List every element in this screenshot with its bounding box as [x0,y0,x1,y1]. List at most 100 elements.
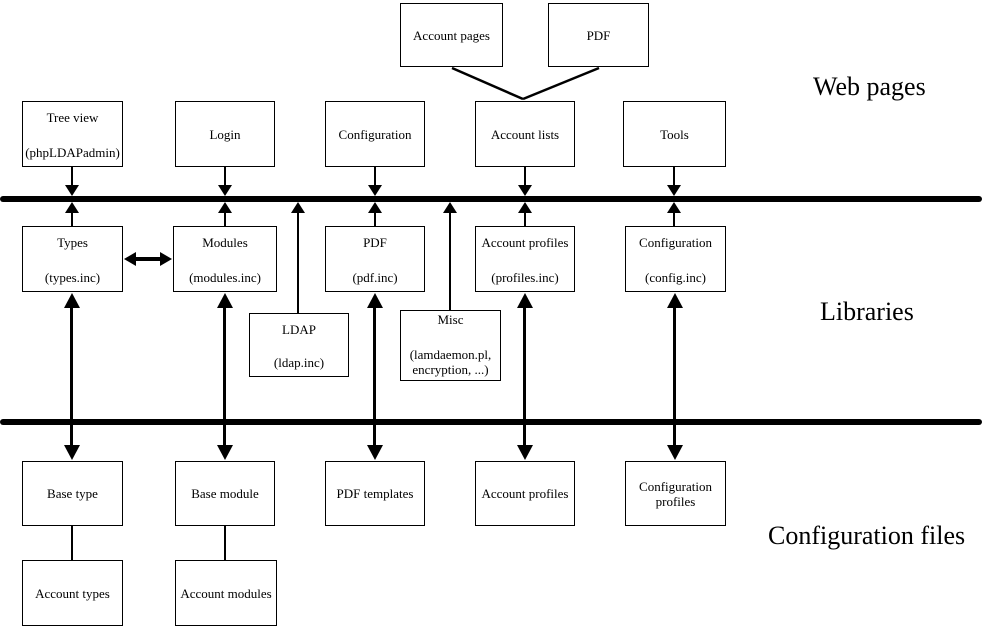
node-pdf-lib: PDF (pdf.inc) [325,226,425,292]
connector-line [524,167,526,186]
node-account-types: Account types [22,560,123,626]
arrowhead-down [517,445,533,460]
arrowhead-up [65,202,79,213]
node-configuration-page-label: Configuration [338,126,412,142]
node-types-title: Types [57,235,88,250]
connector-line [224,167,226,186]
node-account-profiles-files-label: Account profiles [481,486,569,501]
connector-line [373,306,376,446]
node-tree-view-subtitle: (phpLDAPadmin) [25,145,120,160]
arrowhead-down [64,445,80,460]
node-base-type-label: Base type [47,486,98,501]
connector-line [523,306,526,446]
node-account-profiles-lib-title: Account profiles [481,235,569,250]
section-label-web-pages: Web pages [813,72,926,101]
connector-line [524,212,526,226]
arrowhead-down [667,445,683,460]
arrowhead-down [218,185,232,196]
node-account-pages: Account pages [400,3,503,67]
node-login-label: Login [209,126,241,142]
connector-line [71,167,73,186]
node-pdf-lib-title: PDF [363,235,387,250]
node-pdf-templates: PDF templates [325,461,425,526]
node-modules: Modules (modules.inc) [173,226,277,292]
arrowhead-down [65,185,79,196]
node-account-modules-label: Account modules [180,585,272,601]
arrowhead-up [217,293,233,308]
node-types: Types (types.inc) [22,226,123,292]
section-label-libraries: Libraries [820,297,914,326]
connector-line [374,167,376,186]
arrowhead-up [443,202,457,213]
node-configuration-page: Configuration [325,101,425,167]
node-account-types-label: Account types [35,585,110,601]
arrowhead-up [667,293,683,308]
arrowhead-down [667,185,681,196]
arrowhead-right [160,252,172,266]
arrowhead-up [64,293,80,308]
node-ldap-title: LDAP [282,322,316,337]
arrowhead-up [367,293,383,308]
connector-line [224,212,226,226]
node-account-modules: Account modules [175,560,277,626]
node-configuration-profiles-line2: profiles [655,493,696,509]
connector-line [71,212,73,226]
node-misc-detail-line2: encryption, ...) [412,362,489,377]
arrowhead-up [518,202,532,213]
connector-line [374,212,376,226]
node-modules-subtitle: (modules.inc) [189,270,261,285]
node-account-pages-label: Account pages [413,27,490,43]
arrowhead-down [518,185,532,196]
arrowhead-down [368,185,382,196]
arrowhead-up [291,202,305,213]
node-configuration-profiles-line1: Configuration [639,478,712,494]
node-tools: Tools [623,101,726,167]
node-ldap: LDAP (ldap.inc) [249,313,349,377]
connector-line [673,167,675,186]
node-tools-label: Tools [660,126,689,142]
connector-line [223,306,226,446]
connector-line [70,306,73,446]
arrowhead-down [217,445,233,460]
node-pdf-web: PDF [548,3,649,67]
node-ldap-subtitle: (ldap.inc) [273,355,325,370]
node-base-type: Base type [22,461,123,526]
node-misc-detail: (lamdaemon.pl, encryption, ...) [410,347,492,377]
node-pdf-web-label: PDF [586,27,611,43]
arrowhead-up [667,202,681,213]
connector-line [673,306,676,446]
connector-line [224,526,226,560]
connector-line [673,212,675,226]
node-account-lists: Account lists [475,101,575,167]
arrowhead-up [218,202,232,213]
connector-line [297,212,299,313]
node-misc-title: Misc [437,312,464,327]
node-pdf-lib-subtitle: (pdf.inc) [352,270,398,285]
node-configuration-profiles: Configuration profiles [625,461,726,526]
node-base-module: Base module [175,461,275,526]
node-misc: Misc (lamdaemon.pl, encryption, ...) [400,310,501,381]
node-tree-view: Tree view (phpLDAPadmin) [22,101,123,167]
arrowhead-left [124,252,136,266]
node-account-lists-label: Account lists [490,126,560,142]
connector-line [71,526,73,560]
node-configuration-lib-title: Configuration [639,235,712,250]
node-login: Login [175,101,275,167]
bus-line-web-libraries [0,196,982,202]
node-misc-detail-line1: (lamdaemon.pl, [409,347,492,362]
connector-line [449,212,451,310]
arrowhead-up [517,293,533,308]
connector-line [134,257,162,261]
arrowhead-down [367,445,383,460]
node-modules-title: Modules [202,235,248,250]
bus-line-libraries-config [0,419,982,425]
node-configuration-lib: Configuration (config.inc) [625,226,726,292]
node-base-module-label: Base module [191,486,259,501]
node-configuration-lib-subtitle: (config.inc) [644,270,706,285]
node-tree-view-title: Tree view [46,110,99,125]
node-account-profiles-lib: Account profiles (profiles.inc) [475,226,575,292]
node-types-subtitle: (types.inc) [44,270,101,285]
node-pdf-templates-label: PDF templates [336,486,414,501]
